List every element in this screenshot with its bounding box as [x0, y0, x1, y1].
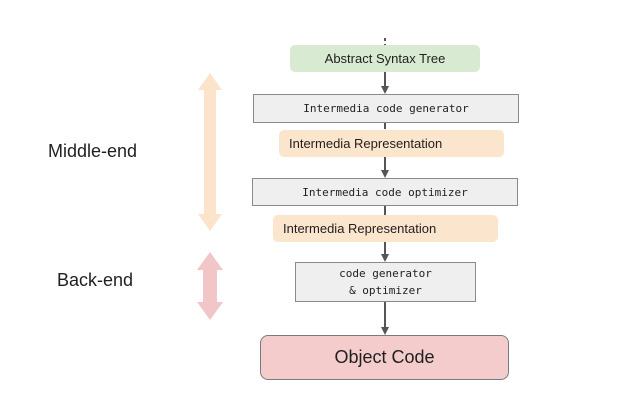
middle-end-label: Middle-end: [48, 141, 138, 161]
intermedia-code-generator-box: Intermedia code generator: [253, 94, 519, 123]
code-generator-line: code generator: [339, 267, 432, 280]
code-generator-optimizer-box: code generator & optimizer: [295, 262, 476, 302]
back-end-label: Back-end: [57, 270, 134, 290]
intermedia-representation-box-1: Intermedia Representation: [279, 130, 504, 157]
intermedia-code-optimizer-box: Intermedia code optimizer: [252, 178, 518, 206]
intermedia-representation-box-2: Intermedia Representation: [273, 215, 498, 242]
middle-end-double-arrow: [198, 73, 222, 231]
object-code-box: Object Code: [260, 335, 509, 380]
abstract-syntax-tree-box: Abstract Syntax Tree: [290, 45, 480, 72]
back-end-double-arrow: [197, 252, 223, 320]
optimizer-line: & optimizer: [349, 284, 422, 297]
